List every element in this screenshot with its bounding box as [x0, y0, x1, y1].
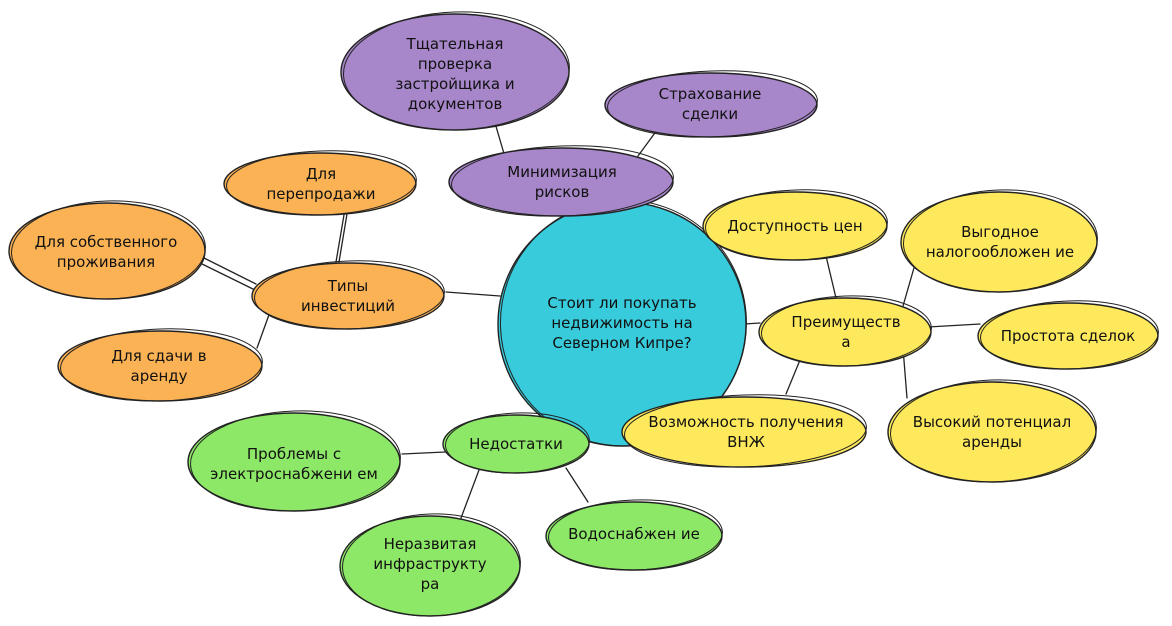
- connector-disadvantages-water: [565, 467, 589, 503]
- connector-advantages-deals: [927, 323, 981, 328]
- dis-water-bubble-outline: [548, 499, 723, 571]
- advantages-bubble-outline: [761, 295, 932, 367]
- investment-types-bubble-outline: [254, 260, 445, 330]
- connector-investments-own: [199, 255, 257, 285]
- inv-rent-bubble-fill: [57, 330, 263, 402]
- adv-tax-bubble-outline: [903, 189, 1098, 293]
- adv-deals-bubble-outline: [980, 300, 1159, 370]
- connector-disadvantages-infra: [460, 469, 480, 519]
- risks-bubble-fill: [448, 147, 674, 217]
- node-bubbles: [8, 11, 1159, 617]
- connector-advantages-prices: [825, 255, 837, 299]
- risk-insurance-bubble-fill: [604, 72, 818, 138]
- advantages-bubble: [758, 295, 932, 367]
- inv-own-bubble: [8, 200, 206, 300]
- adv-residence-bubble-outline: [624, 394, 867, 468]
- inv-rent-bubble: [57, 328, 263, 402]
- inv-resale-bubble: [223, 150, 417, 216]
- dis-power-bubble-fill: [187, 412, 401, 512]
- connector-investments-rent: [256, 311, 271, 349]
- dis-water-bubble: [545, 499, 723, 571]
- adv-rent-bubble: [887, 379, 1097, 483]
- connector-investments-own-2: [197, 261, 256, 291]
- risk-insurance-bubble: [604, 70, 818, 138]
- adv-prices-bubble-fill: [702, 191, 888, 261]
- adv-tax-bubble: [900, 189, 1098, 293]
- investment-types-bubble-fill: [251, 262, 445, 330]
- inv-resale-bubble-fill: [223, 152, 417, 216]
- risks-bubble-outline: [451, 145, 674, 217]
- inv-own-bubble-outline: [11, 200, 206, 300]
- risk-check-bubble-fill: [340, 13, 570, 131]
- risk-check-bubble-outline: [343, 11, 570, 131]
- dis-power-bubble: [187, 410, 401, 512]
- dis-infra-bubble: [339, 513, 521, 617]
- adv-prices-bubble: [702, 189, 888, 261]
- adv-residence-bubble-fill: [621, 396, 867, 468]
- disadvantages-bubble-outline: [445, 412, 590, 474]
- risk-check-bubble: [340, 11, 570, 131]
- connector-center-investments: [445, 291, 501, 297]
- inv-rent-bubble-outline: [60, 328, 263, 402]
- adv-rent-bubble-outline: [890, 379, 1097, 483]
- adv-deals-bubble: [977, 300, 1159, 370]
- disadvantages-bubble: [442, 412, 590, 474]
- dis-infra-bubble-outline: [342, 513, 521, 617]
- connector-investments-resale: [338, 207, 349, 263]
- connector-investments-resale-2: [335, 208, 346, 263]
- risks-bubble: [448, 145, 674, 217]
- dis-power-bubble-outline: [190, 410, 401, 512]
- connector-disadvantages-power: [401, 451, 446, 455]
- connector-advantages-residence: [785, 359, 801, 395]
- risk-insurance-bubble-outline: [607, 70, 818, 138]
- investment-types-bubble: [251, 260, 445, 330]
- inv-resale-bubble-outline: [226, 150, 417, 216]
- adv-residence-bubble: [621, 394, 867, 468]
- adv-prices-bubble-outline: [705, 189, 888, 261]
